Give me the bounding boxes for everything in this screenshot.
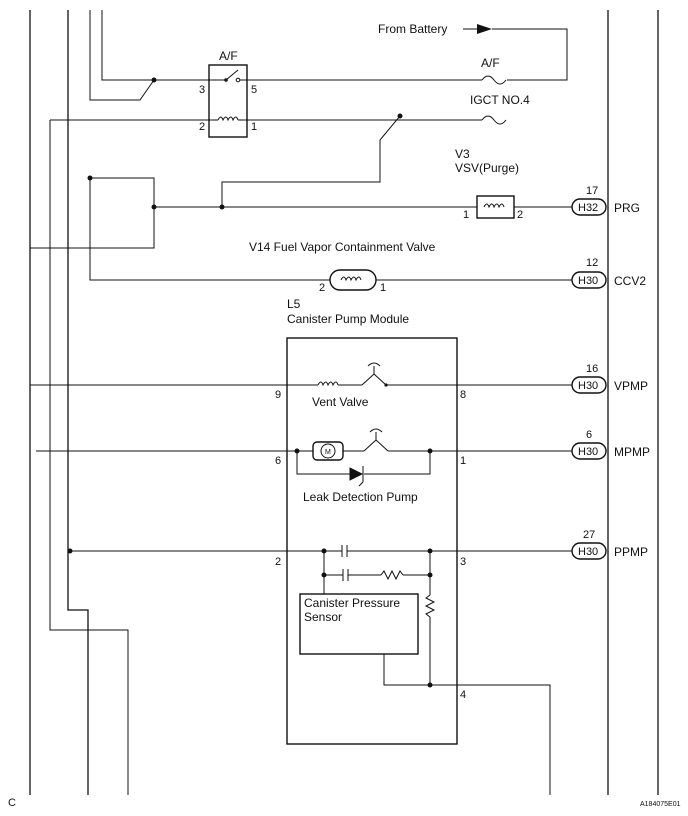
svg-text:PRG: PRG [614,201,640,215]
fuse-igct-icon [481,115,507,125]
vsv-purge: V3 VSV(Purge) 1 2 [455,147,572,221]
svg-text:2: 2 [517,209,523,221]
svg-text:CCV2: CCV2 [614,274,646,288]
fuse-af: A/F [481,56,507,85]
svg-text:4: 4 [460,689,466,701]
svg-text:M: M [325,449,331,456]
svg-text:H30: H30 [578,275,598,287]
pump-switch-icon [363,428,389,452]
svg-text:1: 1 [460,455,466,467]
svg-text:Vent Valve: Vent Valve [312,395,369,409]
svg-text:Canister Pressure: Canister Pressure [304,596,400,610]
svg-text:2: 2 [319,282,325,294]
svg-text:16: 16 [586,363,598,375]
ecm-terminal-ccv2: 12 H30 CCV2 [571,257,646,289]
svg-text:8: 8 [460,389,466,401]
svg-text:IGCT NO.4: IGCT NO.4 [470,93,530,107]
af-relay: A/F 3 5 2 1 [199,49,482,138]
v14-coil-icon [340,276,362,282]
resistor-2-icon [424,594,436,618]
svg-text:H32: H32 [578,202,598,214]
svg-text:MPMP: MPMP [614,445,650,459]
svg-text:17: 17 [586,185,598,197]
svg-text:PPMP: PPMP [614,545,648,559]
canister-pump-module: L5 Canister Pump Module Vent Valve 9 8 M… [30,297,572,795]
pressure-sensor-box [299,593,419,655]
svg-text:9: 9 [275,389,281,401]
ecm-terminal-vpmp: 16 H30 VPMP [571,363,648,394]
junction-dots [67,77,403,554]
svg-text:27: 27 [583,529,595,541]
svg-text:2: 2 [275,556,281,568]
svg-text:H30: H30 [578,446,598,458]
svg-text:3: 3 [460,556,466,568]
svg-text:5: 5 [251,84,257,96]
svg-text:Canister Pump Module: Canister Pump Module [287,312,409,326]
svg-text:VPMP: VPMP [614,379,648,393]
vent-valve-coil-icon [317,381,339,387]
svg-text:1: 1 [380,282,386,294]
ecm-bus [607,10,659,795]
svg-text:6: 6 [586,429,592,441]
figure-id: A184075E01 [640,801,681,808]
relay-coil-icon [217,116,239,122]
svg-text:H30: H30 [578,546,598,558]
svg-text:6: 6 [275,455,281,467]
vsv-coil-icon [483,203,505,209]
svg-text:1: 1 [463,209,469,221]
left-harness [29,10,477,795]
svg-text:A/F: A/F [481,56,500,70]
ecm-terminal-ppmp: 27 H30 PPMP [571,529,648,560]
svg-text:1: 1 [251,121,257,133]
battery-feed: From Battery [378,22,568,81]
ecm-terminal-prg: 17 H32 PRG [571,185,640,216]
svg-text:Sensor: Sensor [304,610,342,624]
svg-text:V3: V3 [455,147,470,161]
svg-text:H30: H30 [578,380,598,392]
vent-valve-switch-icon [361,362,387,386]
fuel-vapor-containment-valve: V14 Fuel Vapor Containment Valve 2 1 [249,240,572,294]
ecm-terminal-mpmp: 6 H30 MPMP [571,429,650,460]
svg-text:L5: L5 [287,297,301,311]
svg-text:2: 2 [199,121,205,133]
battery-arrow [477,24,492,34]
diode-icon [349,467,364,481]
resistor-icon [380,569,404,581]
fuse-af-icon [481,75,507,85]
fuse-igct: IGCT NO.4 [470,93,530,125]
svg-text:V14 Fuel Vapor Containment Val: V14 Fuel Vapor Containment Valve [249,240,436,254]
svg-text:3: 3 [199,84,205,96]
svg-text:VSV(Purge): VSV(Purge) [455,161,519,175]
corner-label: C [8,797,16,809]
from-battery-label: From Battery [378,22,447,36]
svg-text:12: 12 [586,257,598,269]
svg-text:Leak Detection Pump: Leak Detection Pump [303,490,418,504]
relay-name: A/F [219,49,238,63]
